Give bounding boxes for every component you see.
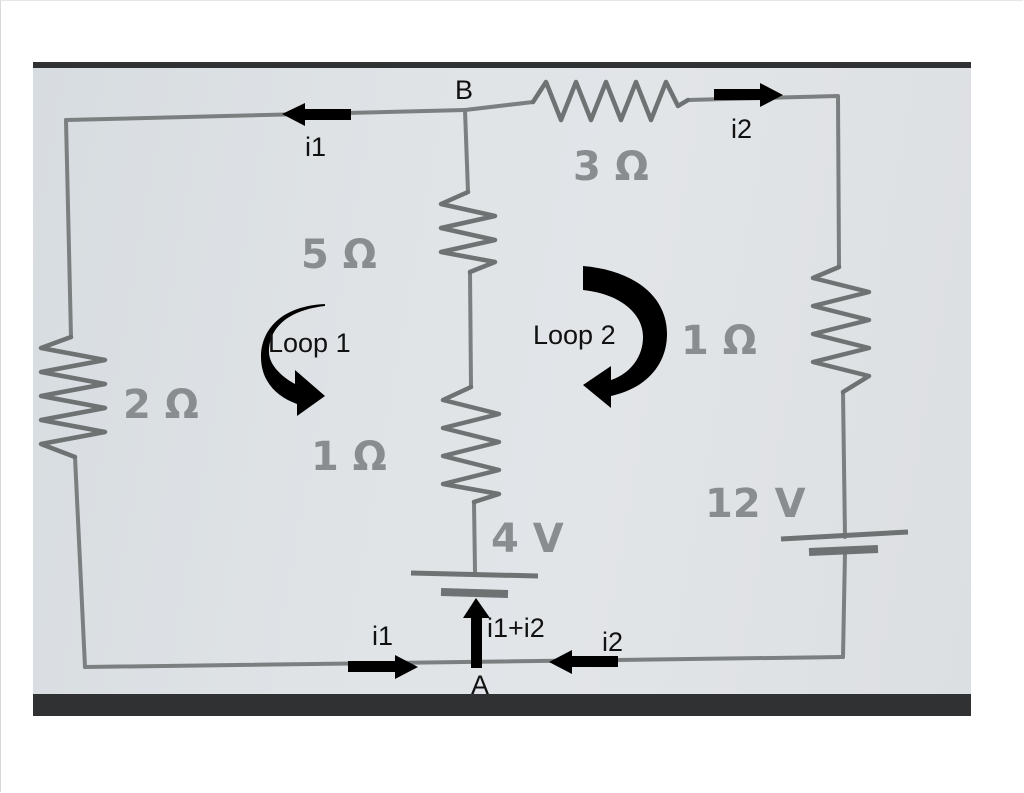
node-b-label: B bbox=[455, 75, 473, 105]
loop-1-label: Loop 1 bbox=[268, 328, 351, 358]
resistor-2-ohm-label: 2 Ω bbox=[123, 382, 199, 428]
battery-4v-short-plate bbox=[440, 588, 509, 598]
wire-right-mid bbox=[841, 390, 847, 539]
resistor-5-ohm-label: 5 Ω bbox=[301, 232, 377, 278]
wire-top-right bbox=[686, 94, 841, 269]
resistor-1-ohm-middle bbox=[440, 384, 502, 505]
current-sum-label: i1+i2 bbox=[487, 613, 545, 643]
loop-1-arrow-icon bbox=[261, 278, 325, 416]
wire-right-battery bbox=[841, 550, 847, 659]
wire-middle-top bbox=[463, 108, 470, 194]
circuit-board bbox=[33, 68, 971, 694]
wire-bottom bbox=[83, 655, 845, 669]
annotation-labels: B A Loop 1 Loop 2 i1 i2 i1 i2 i1+i2 bbox=[268, 75, 752, 700]
resistor-3-ohm bbox=[530, 79, 691, 123]
resistor-3-ohm-label: 3 Ω bbox=[573, 144, 649, 190]
current-i2-bottom-arrow-icon bbox=[549, 650, 618, 674]
battery-12v-long-plate bbox=[780, 529, 909, 542]
loop-2-arrow-icon bbox=[583, 266, 667, 408]
current-arrows bbox=[282, 83, 783, 679]
current-i1-bottom-label: i1 bbox=[372, 621, 393, 651]
component-labels: 3 Ω 5 Ω 1 Ω 2 Ω 1 Ω 4 V 12 V bbox=[123, 144, 806, 562]
resistor-5-ohm bbox=[438, 189, 498, 275]
resistor-1-ohm-right bbox=[810, 264, 872, 395]
resistor-1-ohm-middle-label: 1 Ω bbox=[311, 434, 387, 480]
batteries bbox=[410, 529, 909, 598]
wire-middle-battery bbox=[472, 500, 477, 574]
current-i1-bottom-arrow-icon bbox=[348, 655, 418, 679]
loop-2-label: Loop 2 bbox=[533, 320, 616, 350]
resistor-2-ohm bbox=[38, 334, 108, 460]
battery-4v-label: 4 V bbox=[491, 516, 564, 562]
current-i2-top-label: i2 bbox=[731, 114, 752, 144]
wire-top-left bbox=[64, 108, 467, 122]
resistors bbox=[38, 79, 872, 505]
wire-left-upper bbox=[64, 118, 73, 339]
circuit-photo: 3 Ω 5 Ω 1 Ω 2 Ω 1 Ω 4 V 12 V B A Loop 1 … bbox=[33, 62, 971, 716]
wire-top-b-to-3ohm bbox=[463, 100, 535, 112]
wires bbox=[64, 94, 847, 669]
battery-4v-long-plate bbox=[410, 570, 539, 579]
node-a-label: A bbox=[471, 670, 489, 700]
battery-12v-short-plate bbox=[808, 545, 879, 556]
current-i2-bottom-label: i2 bbox=[602, 627, 623, 657]
current-i1-top-label: i1 bbox=[305, 132, 326, 162]
loop-arrows bbox=[261, 266, 667, 416]
current-i2-top-arrow-icon bbox=[714, 83, 783, 107]
wire-left-lower bbox=[73, 455, 87, 669]
current-sum-arrow-icon bbox=[463, 598, 490, 668]
circuit-diagram: 3 Ω 5 Ω 1 Ω 2 Ω 1 Ω 4 V 12 V B A Loop 1 … bbox=[38, 75, 909, 700]
battery-12v-label: 12 V bbox=[705, 481, 806, 527]
current-i1-top-arrow-icon bbox=[282, 103, 351, 126]
wire-middle-mid bbox=[468, 270, 473, 389]
resistor-1-ohm-right-label: 1 Ω bbox=[681, 318, 757, 364]
